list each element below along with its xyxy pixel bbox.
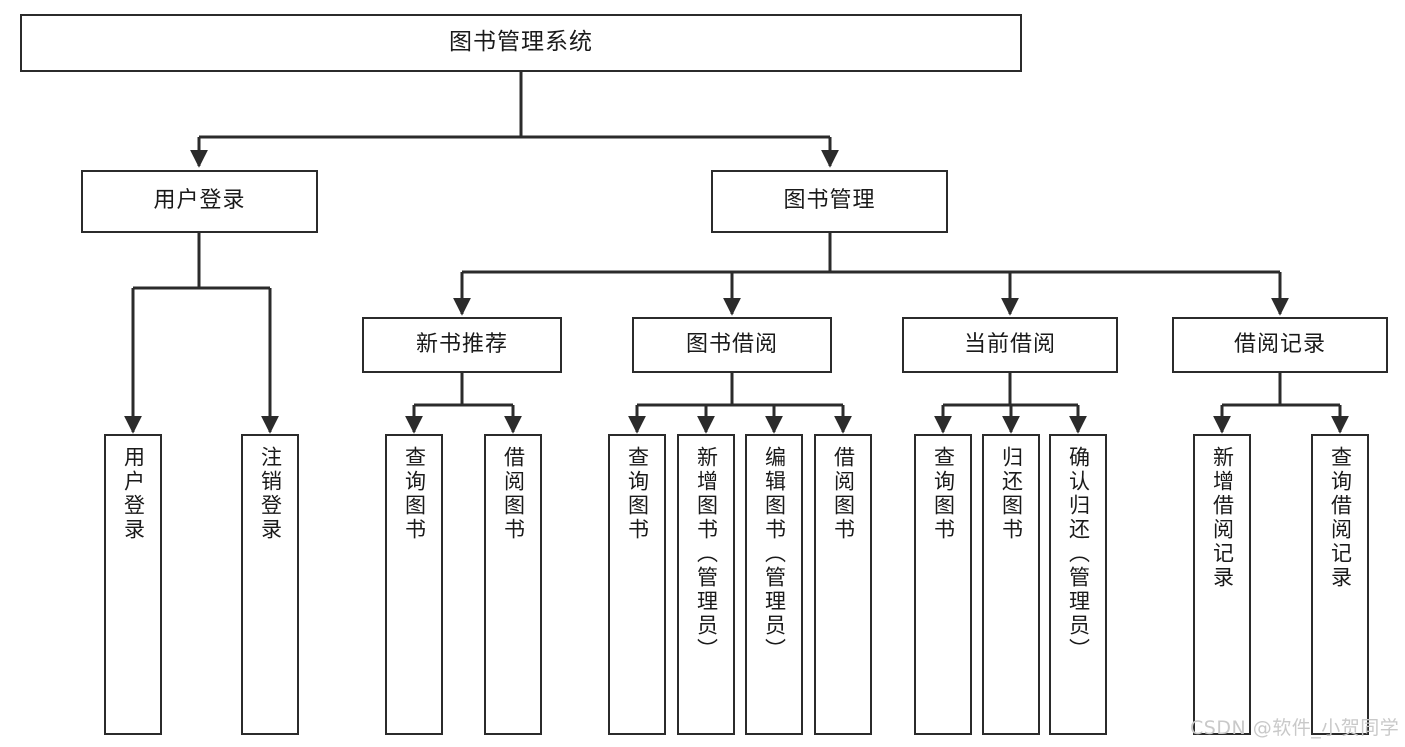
leaf-node-confirm-return-admin[interactable]: 确认归还（管理员） (1049, 434, 1107, 735)
leaf-node-borrow-book-borrow-label: 借阅图书 (831, 446, 856, 542)
leaf-node-query-book-newbook[interactable]: 查询图书 (385, 434, 443, 735)
node-new-book-recommendation-label: 新书推荐 (415, 331, 508, 357)
leaf-node-query-book-borrow-label: 查询图书 (625, 446, 650, 542)
node-user-login[interactable]: 用户登录 (81, 170, 318, 233)
leaf-node-add-book-admin-label: 新增图书（管理员） (694, 446, 719, 662)
node-book-borrowing-label: 图书借阅 (685, 331, 778, 357)
node-book-management[interactable]: 图书管理 (711, 170, 948, 233)
leaf-node-edit-book-admin[interactable]: 编辑图书（管理员） (745, 434, 803, 735)
node-book-borrowing[interactable]: 图书借阅 (632, 317, 832, 373)
node-root-label: 图书管理系统 (449, 29, 593, 56)
node-user-login-label: 用户登录 (153, 188, 246, 214)
leaf-node-user-login[interactable]: 用户登录 (104, 434, 162, 735)
leaf-node-return-book[interactable]: 归还图书 (982, 434, 1040, 735)
node-book-management-label: 图书管理 (783, 188, 876, 214)
leaf-node-user-login-label: 用户登录 (121, 446, 146, 542)
leaf-node-borrow-book-borrow[interactable]: 借阅图书 (814, 434, 872, 735)
leaf-node-return-book-label: 归还图书 (999, 446, 1024, 542)
leaf-node-query-book-current-label: 查询图书 (931, 446, 956, 542)
leaf-node-borrow-book-newbook-label: 借阅图书 (501, 446, 526, 542)
csdn-watermark: CSDN @软件_小贺同学 (1190, 717, 1400, 739)
node-borrow-records[interactable]: 借阅记录 (1172, 317, 1388, 373)
node-new-book-recommendation[interactable]: 新书推荐 (362, 317, 562, 373)
leaf-node-add-borrow-record[interactable]: 新增借阅记录 (1193, 434, 1251, 735)
leaf-node-query-borrow-record-label: 查询借阅记录 (1328, 446, 1353, 590)
leaf-node-logout-label: 注销登录 (258, 446, 283, 542)
leaf-node-edit-book-admin-label: 编辑图书（管理员） (762, 446, 787, 662)
leaf-node-add-book-admin[interactable]: 新增图书（管理员） (677, 434, 735, 735)
node-current-borrowing[interactable]: 当前借阅 (902, 317, 1118, 373)
leaf-node-borrow-book-newbook[interactable]: 借阅图书 (484, 434, 542, 735)
node-root-book-management-system[interactable]: 图书管理系统 (20, 14, 1022, 72)
leaf-node-add-borrow-record-label: 新增借阅记录 (1210, 446, 1235, 590)
node-current-borrowing-label: 当前借阅 (963, 331, 1056, 357)
leaf-node-logout[interactable]: 注销登录 (241, 434, 299, 735)
node-borrow-records-label: 借阅记录 (1233, 331, 1326, 357)
leaf-node-query-book-newbook-label: 查询图书 (402, 446, 427, 542)
leaf-node-query-book-borrow[interactable]: 查询图书 (608, 434, 666, 735)
leaf-node-confirm-return-admin-label: 确认归还（管理员） (1066, 446, 1091, 662)
leaf-node-query-borrow-record[interactable]: 查询借阅记录 (1311, 434, 1369, 735)
leaf-node-query-book-current[interactable]: 查询图书 (914, 434, 972, 735)
